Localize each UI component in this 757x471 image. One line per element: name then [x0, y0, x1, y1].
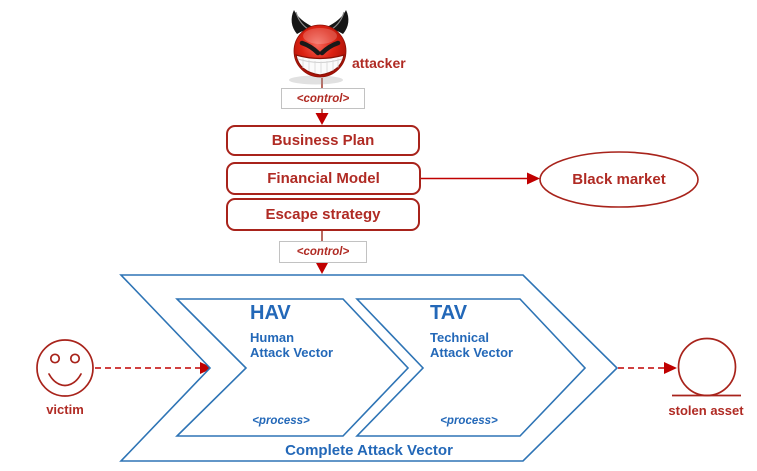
hav-process-label: <process>	[252, 415, 310, 427]
black-market-ellipse	[539, 151, 699, 208]
escape-strategy-box: Escape strategy	[226, 198, 420, 231]
control-label-top-text: <control>	[296, 92, 350, 105]
business-plan-box: Business Plan	[226, 125, 420, 156]
victim-to-vector-dashed-arrow	[95, 362, 213, 374]
black-market-label: Black market	[572, 171, 666, 188]
financial-model-label: Financial Model	[267, 170, 380, 187]
complete-attack-vector-label: Complete Attack Vector	[285, 442, 453, 459]
vector-to-stolen-dashed-arrow	[618, 362, 677, 374]
tav-abbr: TAV	[430, 302, 468, 324]
hav-abbr: HAV	[250, 302, 291, 324]
tav-text-block: TAV Technical Attack Vector	[430, 302, 513, 360]
control-label-top: <control>	[281, 88, 365, 109]
hav-line1: Human	[250, 330, 295, 345]
tav-line2: Attack Vector	[430, 345, 514, 360]
hav-text-block: HAV Human Attack Vector	[250, 302, 333, 360]
victim-label: victim	[46, 402, 84, 417]
hav-chevron	[175, 298, 410, 437]
escape-strategy-label: Escape strategy	[265, 206, 381, 223]
business-plan-label: Business Plan	[271, 132, 375, 149]
control-label-bottom: <control>	[279, 241, 367, 263]
control-label-bottom-text: <control>	[296, 246, 350, 258]
stolen-asset-label: stolen asset	[668, 403, 744, 418]
hav-line2: Attack Vector	[250, 345, 334, 360]
tav-line1: Technical	[430, 330, 490, 345]
attacker-label: attacker	[352, 55, 406, 71]
financial-model-box: Financial Model	[226, 162, 421, 195]
tav-chevron	[355, 298, 587, 437]
devil-face-icon	[289, 10, 349, 85]
circle-on-line-icon	[672, 337, 741, 397]
financial-to-blackmarket-arrow	[421, 172, 540, 185]
tav-process-label: <process>	[440, 415, 498, 427]
smiley-face-icon	[36, 339, 94, 397]
